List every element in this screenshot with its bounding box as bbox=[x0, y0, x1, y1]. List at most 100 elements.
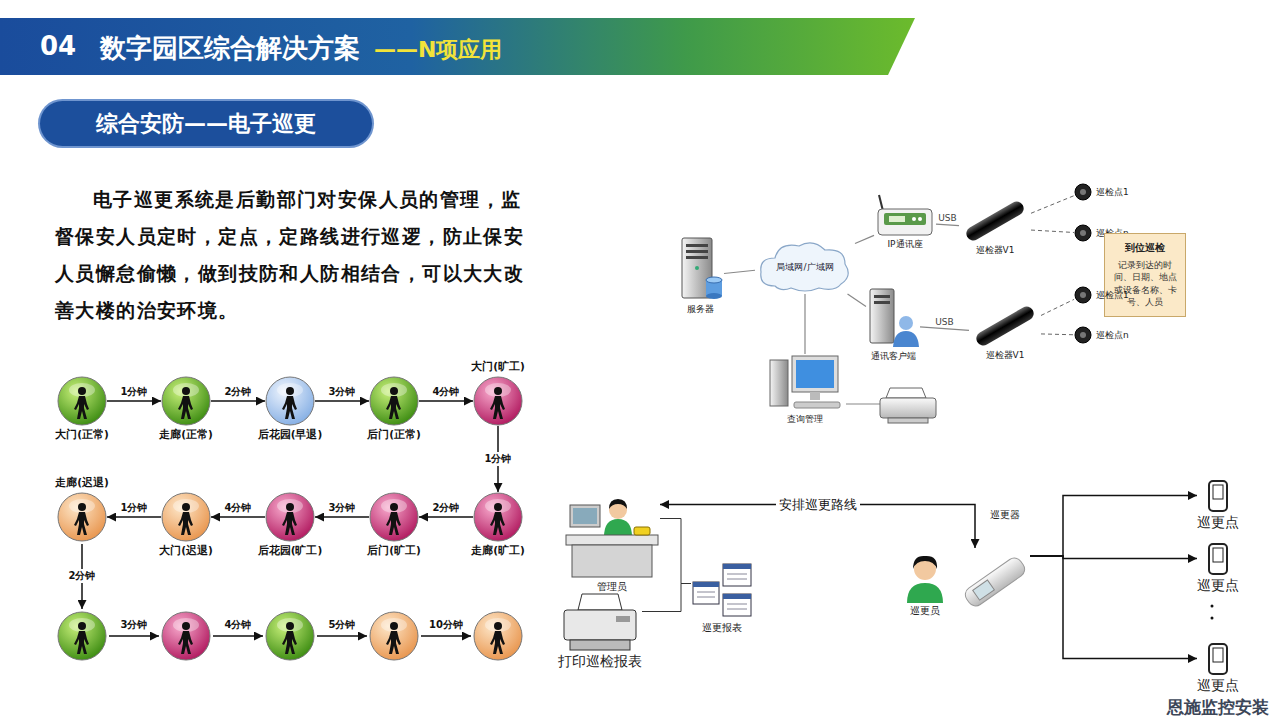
connector bbox=[1030, 496, 1197, 557]
connector bbox=[107, 516, 161, 518]
node-label: 巡更点 bbox=[1197, 577, 1239, 595]
node-label: 巡更报表 bbox=[702, 621, 742, 635]
status-circle: 走廊(旷工) bbox=[473, 492, 523, 542]
patrol-stick-icon bbox=[959, 199, 1031, 243]
node-label: 通讯客户端 bbox=[871, 350, 916, 363]
node-label: 巡更器 bbox=[990, 508, 1020, 522]
connector bbox=[211, 516, 265, 518]
patrol-point-icon: 巡更点 bbox=[1197, 642, 1239, 695]
connector bbox=[855, 235, 874, 243]
connector bbox=[419, 400, 473, 402]
node-label: 服务器 bbox=[687, 303, 714, 316]
node-label: 巡检点1 bbox=[1096, 186, 1129, 199]
status-circle: 后门(旷工) bbox=[369, 492, 419, 542]
patrol-stick-icon bbox=[969, 304, 1041, 348]
patrol-point-icon bbox=[1206, 542, 1230, 576]
checkpoint-disc: 巡检点n bbox=[1074, 326, 1092, 344]
node-label: 大门(旷工) bbox=[471, 360, 525, 374]
base-station-icon: IP通讯座 bbox=[874, 193, 936, 251]
admin-desk-icon bbox=[564, 497, 660, 579]
connector bbox=[724, 270, 755, 273]
computer-icon: 查询管理 bbox=[766, 354, 844, 426]
guard-icon: 巡更员 bbox=[901, 553, 949, 618]
status-circle: 大门(迟退) bbox=[161, 492, 211, 542]
node-label: 管理员 bbox=[597, 580, 627, 594]
report-docs-icon: 巡更报表 bbox=[691, 562, 753, 635]
description-paragraph: 电子巡更系统是后勤部门对安保人员的管理，监督保安人员定时，定点，定路线进行巡逻，… bbox=[55, 181, 535, 329]
node-label: 后花园(早退) bbox=[258, 428, 323, 442]
node-label: 巡检器V1 bbox=[986, 349, 1025, 362]
node-label: 查询管理 bbox=[787, 413, 823, 426]
node-label: 局域网/广域网 bbox=[776, 261, 833, 274]
patrol-device: 巡更器 bbox=[960, 548, 1030, 616]
connector bbox=[936, 224, 959, 226]
report-docs-icon bbox=[691, 562, 753, 620]
node-label: 巡更员 bbox=[910, 604, 940, 618]
node-label: 巡检点1 bbox=[1096, 289, 1129, 302]
edge-label: 4分钟 bbox=[433, 385, 460, 399]
connector bbox=[107, 400, 161, 402]
edge-label: USB bbox=[938, 213, 956, 223]
time-label: 10分钟 bbox=[429, 618, 463, 632]
section-pill: 综合安防——电子巡更 bbox=[40, 101, 372, 146]
connector bbox=[1041, 333, 1074, 335]
node-label: 记录到达的时间、日期、地点或设备名称、卡号、人员 bbox=[1110, 259, 1180, 308]
admin-desk-icon: 管理员 bbox=[564, 497, 660, 594]
status-circle: 大门(旷工) bbox=[473, 376, 523, 426]
patrol-point-icon bbox=[1206, 642, 1230, 676]
base-station-icon bbox=[874, 193, 936, 237]
node-label: 走廊(正常) bbox=[159, 428, 213, 442]
connector bbox=[1041, 299, 1074, 315]
printer-icon: 打印巡检报表 bbox=[558, 590, 642, 671]
patrol-point-icon bbox=[1206, 479, 1230, 513]
node-label: 走廊(旷工) bbox=[471, 544, 525, 558]
edge-label: 1分钟 bbox=[121, 385, 148, 399]
edge-label: 2分钟 bbox=[225, 385, 252, 399]
node-label: 到位巡检 bbox=[1110, 241, 1180, 255]
page-title: 数字园区综合解决方案 bbox=[100, 31, 360, 66]
ellipsis-dots bbox=[1211, 605, 1214, 620]
connector bbox=[920, 327, 969, 331]
computer-icon bbox=[766, 354, 844, 412]
edge-label: 1分钟 bbox=[121, 501, 148, 515]
checkpoint-disc: 巡检点n bbox=[1074, 224, 1092, 242]
server-icon: 服务器 bbox=[676, 236, 724, 316]
connector bbox=[848, 294, 866, 307]
connector bbox=[419, 516, 473, 518]
edge-label: 1分钟 bbox=[483, 452, 514, 466]
checkpoint-disc: 巡检点1 bbox=[1074, 286, 1092, 304]
node-label: 后门(正常) bbox=[367, 428, 421, 442]
patrol-point-icon: 巡更点 bbox=[1197, 479, 1239, 532]
connector bbox=[660, 519, 691, 584]
node-label: 综合安防——电子巡更 bbox=[96, 109, 316, 139]
node-label: 巡更点 bbox=[1197, 677, 1239, 695]
node-label: 走廊(迟退) bbox=[55, 476, 109, 490]
time-label: 4分钟 bbox=[225, 618, 252, 632]
edge-label: 安排巡更路线 bbox=[776, 496, 860, 514]
status-circle: 走廊(正常) bbox=[161, 376, 211, 426]
server-icon bbox=[676, 236, 724, 302]
time-label: 5分钟 bbox=[329, 618, 356, 632]
edge-label: USB bbox=[935, 317, 953, 327]
time-label: 3分钟 bbox=[121, 618, 148, 632]
connector bbox=[804, 294, 805, 354]
node-label: 大门(迟退) bbox=[159, 544, 213, 558]
connector bbox=[315, 400, 369, 402]
title-suffix: ——N项应用 bbox=[374, 35, 502, 65]
client-icon bbox=[866, 287, 920, 349]
note-box: 到位巡检记录到达的时间、日期、地点或设备名称、卡号、人员 bbox=[1104, 233, 1186, 317]
edge-label: 3分钟 bbox=[329, 501, 356, 515]
connector bbox=[1031, 196, 1074, 214]
network-cloud: 局域网/广域网 bbox=[755, 236, 855, 294]
patrol-point-icon: 巡更点 bbox=[1197, 542, 1239, 595]
watermark: 恩施监控安装 bbox=[1167, 696, 1269, 719]
node-label: 巡检器V1 bbox=[976, 244, 1015, 257]
node-label: 巡更点 bbox=[1197, 514, 1239, 532]
node-label: 大门(正常) bbox=[55, 428, 109, 442]
patrol-stick-icon: 巡检器V1 bbox=[969, 304, 1041, 362]
printer-icon bbox=[846, 388, 936, 423]
node-label: 后门(旷工) bbox=[367, 544, 421, 558]
title-bar bbox=[0, 18, 915, 75]
status-circle: 大门(正常) bbox=[57, 376, 107, 426]
edge-label: 4分钟 bbox=[225, 501, 252, 515]
